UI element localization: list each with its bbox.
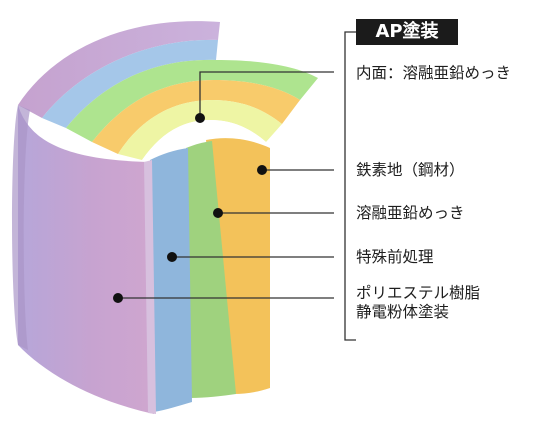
dot-zinc (213, 208, 223, 218)
label-coating-method: 静電粉体塗装 (356, 303, 450, 321)
dot-steel (257, 165, 267, 175)
zinc-top-band (66, 59, 318, 142)
label-steel: 鉄素地（鋼材） (356, 161, 465, 179)
dot-pretreatment (167, 252, 177, 262)
label-zinc: 溶融亜鉛めっき (356, 204, 465, 222)
inner-zinc-top-band (118, 100, 282, 160)
label-coating-resin: ポリエステル樹脂 (356, 284, 481, 302)
steel-layer-front (206, 138, 270, 394)
dot-inner (195, 113, 205, 123)
title-badge: AP塗装 (356, 19, 458, 45)
coating-edge (144, 160, 156, 414)
label-pretreatment: 特殊前処理 (356, 248, 434, 266)
steel-top-band (92, 80, 300, 154)
leader-inner (199, 71, 334, 118)
coating-top-band (18, 21, 220, 118)
pretreatment-top-band (42, 39, 218, 128)
coating-rim (12, 105, 30, 350)
label-inner-zinc: 内面：溶融亜鉛めっき (356, 64, 512, 82)
pretreatment-layer-front (150, 148, 192, 412)
inner-hollow (142, 120, 266, 166)
leader-lines (118, 71, 334, 299)
dot-coating (113, 293, 123, 303)
label-bracket (344, 31, 356, 341)
zinc-layer-front (186, 141, 236, 398)
coating-layer-front (18, 105, 154, 414)
